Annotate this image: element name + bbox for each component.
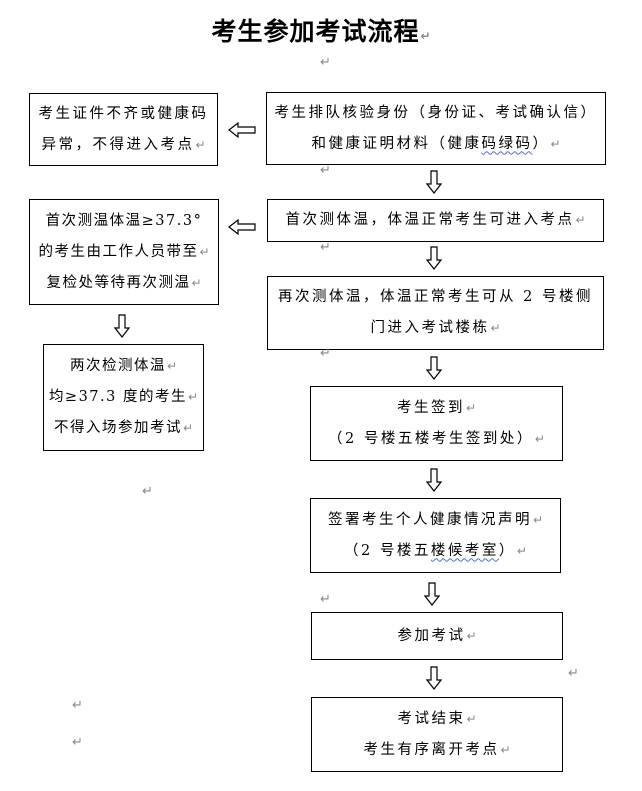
page-title: 考生参加考试流程↵ (211, 17, 431, 46)
step-line: 两次检测体温↵ (69, 358, 178, 374)
paragraph-mark-icon: ↵ (532, 512, 544, 527)
side-fever-first-check: 首次测温体温≥37.3° 的考生由工作人员带至↵ 复检处等待再次测温↵ (29, 199, 219, 305)
paragraph-mark-icon: ↵ (500, 742, 511, 757)
paragraph-mark-icon: ↵ (490, 321, 501, 335)
step-line: 考生签到↵ (396, 399, 477, 416)
paragraph-mark-icon: ↵ (568, 666, 579, 681)
paragraph-mark-icon: ↵ (187, 390, 199, 404)
step-take-exam: 参加考试↵ (311, 612, 563, 660)
step-line: 异常，不得进入考点↵ (41, 136, 206, 153)
paragraph-mark-icon: ↵ (466, 711, 477, 726)
step-line: 再次测体温，体温正常考生可从 2 号楼侧 (278, 289, 593, 305)
step-line: 和健康证明材料（健康码绿码）↵ (311, 135, 561, 152)
paragraph-mark-icon: ↵ (182, 421, 194, 435)
down-arrow-icon (426, 468, 442, 492)
step-line: 不得入场参加考试↵ (53, 420, 194, 436)
step-line: 均≥37.3 度的考生↵ (48, 389, 199, 405)
down-arrow-icon (426, 356, 442, 380)
paragraph-mark-icon: ↵ (534, 431, 545, 446)
step-line: 首次测体温，体温正常考生可进入考点↵ (285, 212, 586, 228)
paragraph-mark-icon: ↵ (516, 543, 527, 558)
step-line: （2 号楼五楼考生签到处）↵ (328, 430, 545, 447)
paragraph-mark-icon: ↵ (320, 346, 331, 361)
paragraph-mark-icon: ↵ (195, 137, 206, 152)
left-arrow-icon (228, 122, 256, 138)
down-arrow-icon (426, 170, 442, 194)
step-line: 首次测温体温≥37.3° (45, 212, 203, 229)
step-line: （2 号楼五楼候考室）↵ (344, 542, 527, 559)
paragraph-mark-icon: ↵ (320, 240, 331, 255)
paragraph-mark-icon: ↵ (142, 484, 153, 499)
step-exam-end: 考试结束↵ 考生有序离开考点↵ (311, 697, 563, 772)
down-arrow-icon (424, 582, 440, 606)
spellcheck-underline: 码绿码 (481, 135, 533, 152)
step-line: 复检处等待再次测温↵ (46, 274, 202, 291)
step-second-temp-check: 再次测体温，体温正常考生可从 2 号楼侧 门进入考试楼栋↵ (267, 276, 604, 350)
paragraph-mark-icon: ↵ (72, 735, 83, 750)
side-documents-missing: 考生证件不齐或健康码 异常，不得进入考点↵ (29, 93, 218, 166)
paragraph-mark-icon: ↵ (166, 359, 178, 373)
paragraph-mark-icon: ↵ (420, 29, 431, 43)
paragraph-mark-icon: ↵ (320, 592, 331, 607)
left-arrow-icon (228, 219, 256, 235)
step-line: 门进入考试楼栋↵ (370, 320, 501, 336)
paragraph-mark-icon: ↵ (465, 400, 477, 415)
paragraph-mark-icon: ↵ (550, 136, 561, 151)
step-line: 考试结束↵ (397, 710, 477, 727)
paragraph-mark-icon: ↵ (466, 628, 477, 643)
step-line: 考生排队核验身份（身份证、考试确认信） (274, 104, 598, 121)
spellcheck-underline: 楼候考室 (430, 542, 499, 559)
paragraph-mark-icon: ↵ (320, 163, 331, 178)
step-line: 签署考生个人健康情况声明↵ (327, 511, 544, 528)
paragraph-mark-icon: ↵ (575, 213, 586, 227)
step-verify-identity: 考生排队核验身份（身份证、考试确认信） 和健康证明材料（健康码绿码）↵ (266, 92, 606, 165)
step-line: 考生证件不齐或健康码 (38, 105, 209, 122)
down-arrow-icon (114, 314, 130, 338)
down-arrow-icon (426, 666, 442, 690)
paragraph-mark-icon: ↵ (191, 275, 202, 290)
step-line: 考生有序离开考点↵ (363, 741, 511, 758)
step-line: 的考生由工作人员带至↵ (38, 243, 210, 260)
down-arrow-icon (426, 246, 442, 270)
step-health-declaration: 签署考生个人健康情况声明↵ （2 号楼五楼候考室）↵ (310, 498, 561, 573)
step-first-temp-check: 首次测体温，体温正常考生可进入考点↵ (267, 199, 604, 242)
paragraph-mark-icon: ↵ (199, 244, 210, 259)
step-check-in: 考生签到↵ （2 号楼五楼考生签到处）↵ (310, 386, 563, 461)
step-line: 参加考试↵ (397, 627, 477, 644)
paragraph-mark-icon: ↵ (320, 55, 331, 70)
side-fever-twice: 两次检测体温↵ 均≥37.3 度的考生↵ 不得入场参加考试↵ (43, 344, 204, 451)
paragraph-mark-icon: ↵ (72, 698, 83, 713)
